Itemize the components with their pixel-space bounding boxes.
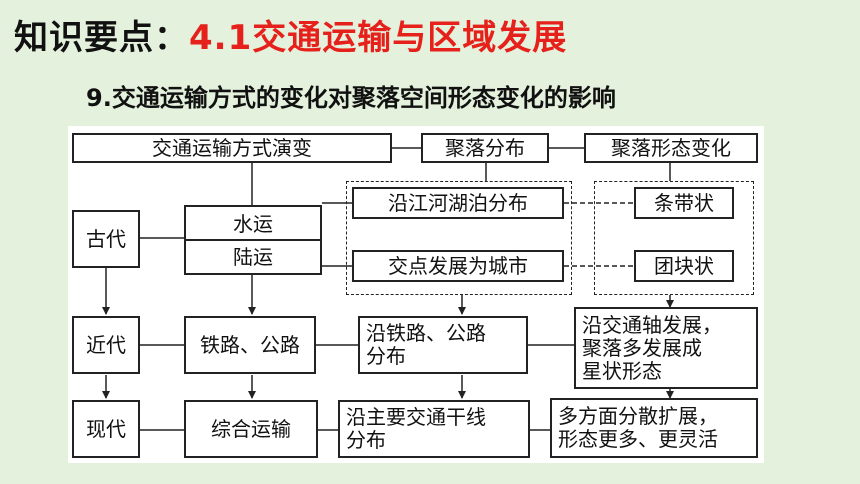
- along-rail-road-line2: 分布: [366, 344, 406, 368]
- along-trunk-line1: 沿主要交通干线: [346, 405, 486, 429]
- star-form-line3: 星状形态: [582, 358, 662, 383]
- along-trunk-line2: 分布: [346, 428, 386, 452]
- dispersed-form-box: 多方面分散扩展，形态更多、更灵活: [550, 398, 758, 458]
- page-subtitle: 9.交通运输方式的变化对聚落空间形态变化的影响: [86, 84, 616, 112]
- settlement-distribution-box: 聚落分布: [421, 133, 549, 163]
- star-form-box: 沿交通轴发展，聚落多发展成星状形态: [574, 307, 758, 389]
- land-transport-box: 陆运: [184, 239, 322, 275]
- star-form-line2: 聚落多发展成: [582, 335, 702, 360]
- transport-evolution-box: 交通运输方式演变: [72, 133, 392, 163]
- era-ancient-box: 古代: [72, 210, 140, 268]
- star-form-line1: 沿交通轴发展，: [582, 312, 722, 337]
- title-topic: 4.1交通运输与区域发展: [189, 18, 568, 58]
- page-title: 知识要点：4.1交通运输与区域发展: [14, 10, 567, 59]
- junction-cities-box: 交点发展为城市: [352, 250, 564, 282]
- rail-road-box: 铁路、公路: [184, 316, 316, 374]
- strip-form-box: 条带状: [634, 187, 734, 219]
- integrated-transport-box: 综合运输: [184, 400, 318, 458]
- along-rivers-box: 沿江河湖泊分布: [352, 187, 564, 219]
- along-rail-road-box: 沿铁路、公路分布: [358, 316, 528, 374]
- dispersed-form-line1: 多方面分散扩展，: [558, 404, 718, 428]
- form-dashed-group: [594, 181, 754, 295]
- settlement-form-change-box: 聚落形态变化: [584, 133, 758, 163]
- water-transport-box: 水运: [184, 205, 322, 241]
- along-trunk-box: 沿主要交通干线分布: [338, 400, 530, 458]
- along-rail-road-line1: 沿铁路、公路: [366, 321, 486, 345]
- cluster-form-box: 团块状: [634, 250, 734, 282]
- era-contemporary-box: 现代: [72, 400, 140, 458]
- era-modern-box: 近代: [72, 316, 140, 374]
- title-prefix: 知识要点：: [14, 18, 189, 58]
- dispersed-form-line2: 形态更多、更灵活: [558, 427, 718, 451]
- distribution-dashed-group: [346, 181, 572, 295]
